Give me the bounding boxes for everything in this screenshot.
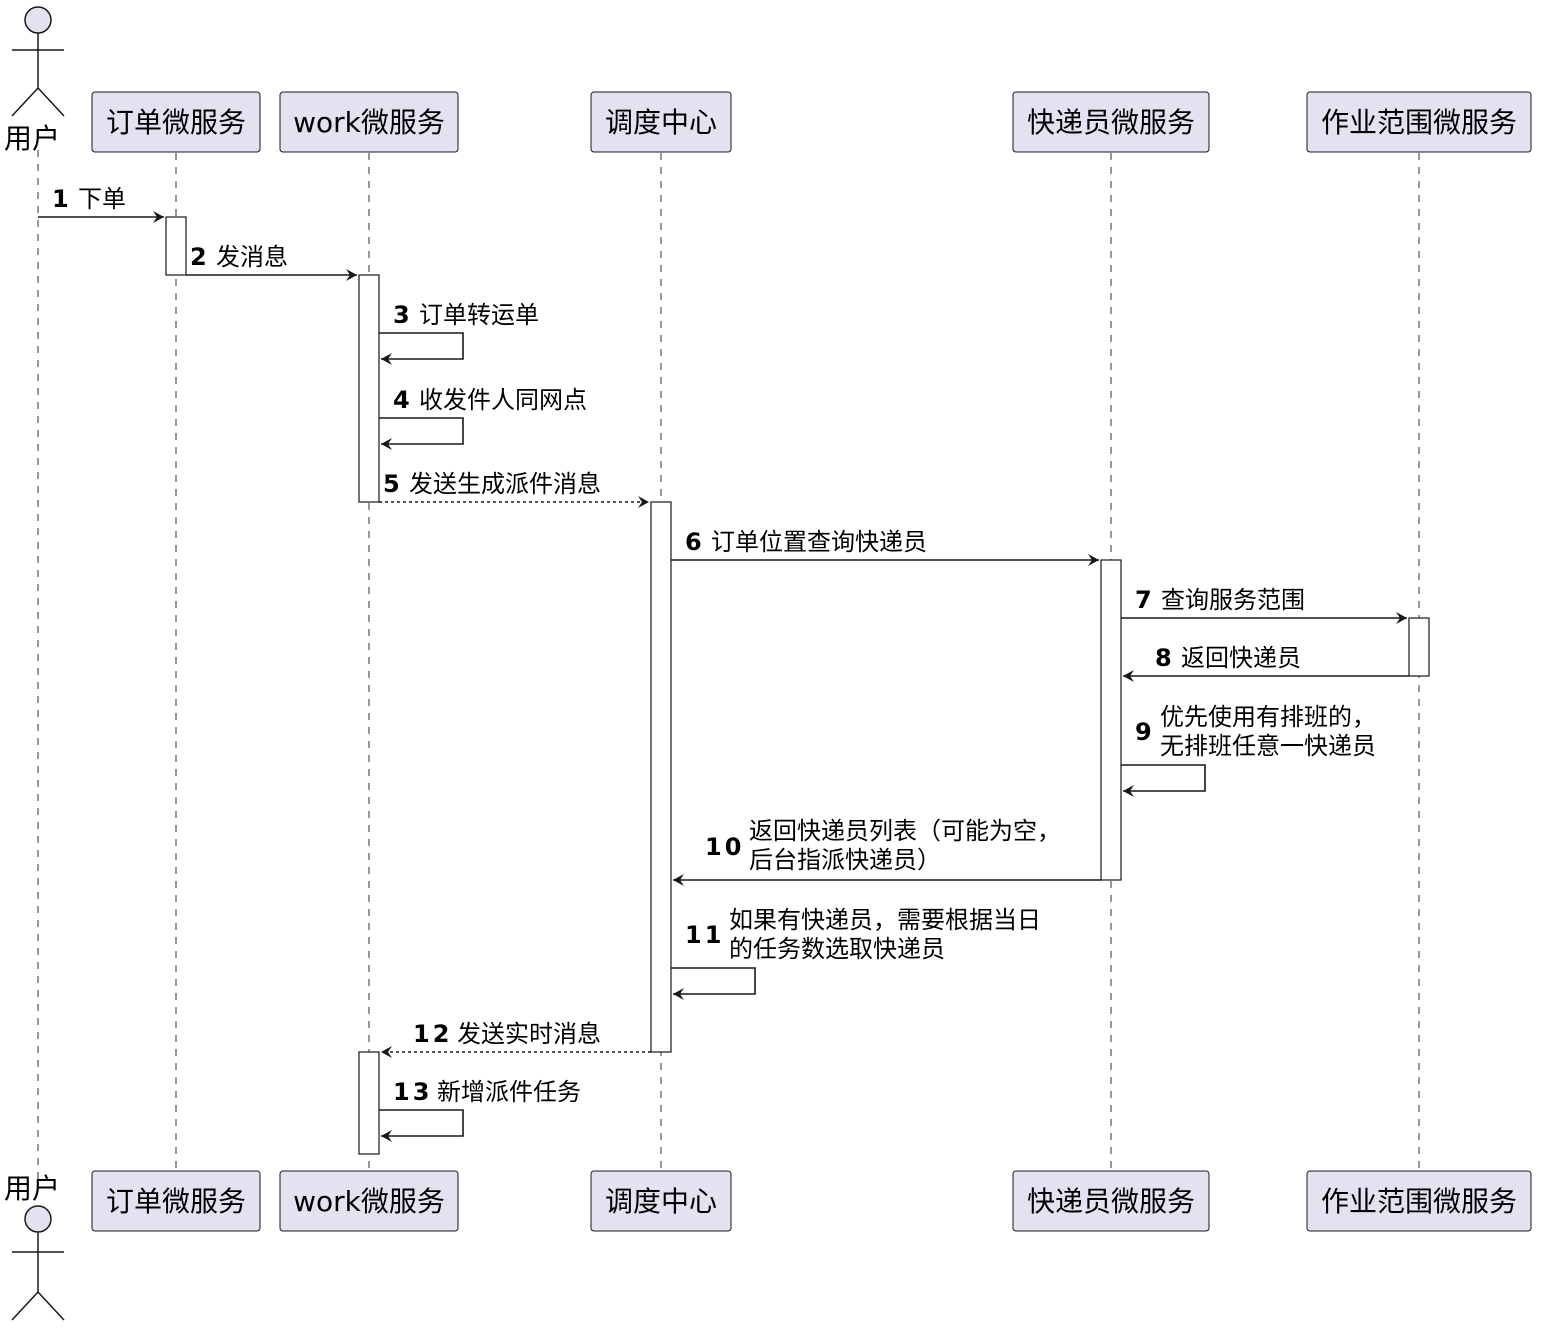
message-label: 下单 xyxy=(78,185,126,213)
message-10: 10 返回快递员列表（可能为空， 后台指派快递员） xyxy=(673,817,1101,886)
message-number: 8 xyxy=(1155,644,1175,672)
message-number: 13 xyxy=(393,1078,432,1106)
activation-dispatch xyxy=(650,501,672,1053)
message-number: 3 xyxy=(393,301,413,329)
message-13: 13 新增派件任务 xyxy=(379,1078,581,1142)
message-label: 发消息 xyxy=(216,243,288,271)
actor-user-top: 用户 xyxy=(4,6,65,155)
svg-text:work微服务: work微服务 xyxy=(293,106,445,139)
message-label-line-1: 如果有快递员，需要根据当日 xyxy=(729,906,1041,934)
message-label: 收发件人同网点 xyxy=(419,386,587,414)
svg-text:调度中心: 调度中心 xyxy=(605,1185,717,1218)
message-label-line-2: 无排班任意一快递员 xyxy=(1160,732,1376,760)
participant-dispatch-bottom: 调度中心 xyxy=(590,1170,732,1232)
message-number: 6 xyxy=(685,528,705,556)
participant-order-bottom: 订单微服务 xyxy=(91,1170,261,1232)
message-number: 1 xyxy=(52,185,72,213)
participant-scope-bottom: 作业范围微服务 xyxy=(1306,1170,1532,1232)
message-number: 10 xyxy=(705,833,744,861)
participant-order-top: 订单微服务 xyxy=(91,91,261,153)
activation-work-1 xyxy=(358,274,380,503)
message-8: 8 返回快递员 xyxy=(1123,644,1409,682)
svg-text:work微服务: work微服务 xyxy=(293,1185,445,1218)
activation-order xyxy=(165,216,187,276)
actor-head-icon xyxy=(24,6,52,34)
participant-scope-top: 作业范围微服务 xyxy=(1306,91,1532,153)
svg-text:订单微服务: 订单微服务 xyxy=(106,106,246,139)
message-12: 12 发送实时消息 xyxy=(381,1020,651,1058)
actor-label-top: 用户 xyxy=(4,122,60,155)
message-1: 1 下单 xyxy=(38,185,164,223)
message-number: 7 xyxy=(1135,586,1155,614)
message-label: 订单位置查询快递员 xyxy=(711,528,927,556)
message-7: 7 查询服务范围 xyxy=(1121,586,1407,624)
message-11: 11 如果有快递员，需要根据当日 的任务数选取快递员 xyxy=(671,906,1041,1000)
svg-text:作业范围微服务: 作业范围微服务 xyxy=(1321,1185,1517,1218)
message-9: 9 优先使用有排班的， 无排班任意一快递员 xyxy=(1121,703,1376,797)
message-label: 查询服务范围 xyxy=(1161,586,1305,614)
message-6: 6 订单位置查询快递员 xyxy=(671,528,1099,566)
participant-work-top: work微服务 xyxy=(279,91,459,153)
participant-work-bottom: work微服务 xyxy=(279,1170,459,1232)
message-4: 4 收发件人同网点 xyxy=(379,386,587,450)
actor-user-bottom: 用户 xyxy=(4,1172,65,1321)
message-label-line-1: 优先使用有排班的， xyxy=(1160,703,1376,731)
message-number: 9 xyxy=(1135,718,1155,746)
message-5: 5 发送生成派件消息 xyxy=(379,470,649,508)
message-label-line-2: 的任务数选取快递员 xyxy=(729,935,945,963)
message-label-line-1: 返回快递员列表（可能为空， xyxy=(749,817,1061,845)
activation-courier xyxy=(1100,559,1122,881)
svg-text:快递员微服务: 快递员微服务 xyxy=(1027,1185,1195,1218)
participant-courier-top: 快递员微服务 xyxy=(1012,91,1210,153)
svg-text:快递员微服务: 快递员微服务 xyxy=(1027,106,1195,139)
actor-label-bottom: 用户 xyxy=(4,1172,60,1205)
message-label: 发送实时消息 xyxy=(457,1020,601,1048)
message-label: 新增派件任务 xyxy=(437,1078,581,1106)
message-number: 5 xyxy=(383,470,403,498)
message-label-line-2: 后台指派快递员） xyxy=(749,846,941,874)
message-label: 返回快递员 xyxy=(1181,644,1301,672)
message-number: 12 xyxy=(413,1020,452,1048)
message-number: 2 xyxy=(190,243,210,271)
message-label: 发送生成派件消息 xyxy=(409,470,601,498)
message-2: 2 发消息 xyxy=(186,243,357,281)
message-number: 11 xyxy=(685,921,724,949)
svg-text:作业范围微服务: 作业范围微服务 xyxy=(1321,106,1517,139)
svg-text:订单微服务: 订单微服务 xyxy=(106,1185,246,1218)
message-number: 4 xyxy=(393,386,413,414)
actor-head-icon xyxy=(24,1205,52,1233)
activation-work-2 xyxy=(358,1051,380,1155)
svg-text:调度中心: 调度中心 xyxy=(605,106,717,139)
message-3: 3 订单转运单 xyxy=(379,301,539,365)
participant-courier-bottom: 快递员微服务 xyxy=(1012,1170,1210,1232)
message-label: 订单转运单 xyxy=(419,301,539,329)
participant-dispatch-top: 调度中心 xyxy=(590,91,732,153)
activation-scope xyxy=(1408,617,1430,677)
